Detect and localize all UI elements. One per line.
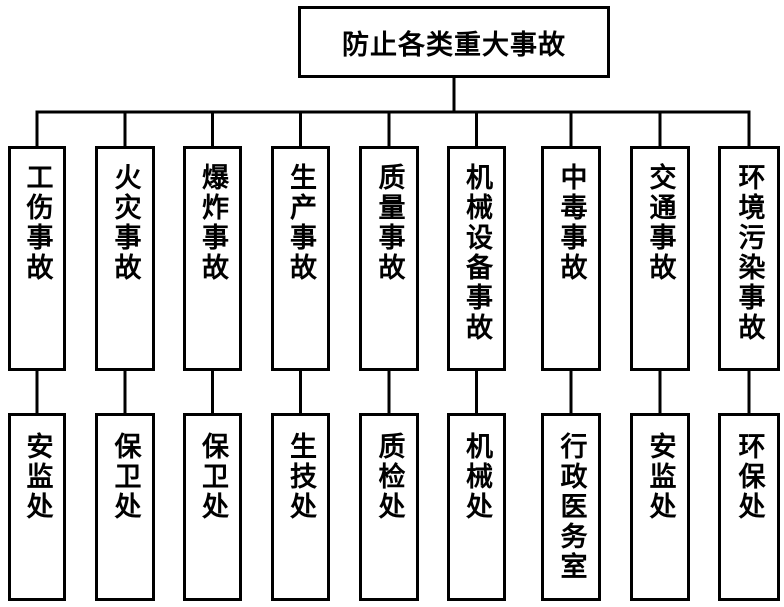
responsible-department-label: 行政医务室 [555,432,587,582]
accident-category-label: 火灾事故 [109,163,141,283]
accident-category-node: 环境污染事故 [718,146,780,371]
root-title: 防止各类重大事故 [342,29,566,61]
responsible-department-label: 环保处 [733,432,765,522]
accident-category-node: 爆炸事故 [183,146,242,371]
accident-category-node: 中毒事故 [541,146,601,371]
accident-category-label: 质量事故 [373,163,405,283]
responsible-department-label: 机械处 [461,432,492,522]
accident-category-label: 生产事故 [285,163,316,283]
responsible-department-label: 保卫处 [197,432,228,522]
accident-category-node: 质量事故 [359,146,419,371]
responsible-department-label: 质检处 [373,432,405,522]
responsible-department-node: 安监处 [8,413,66,601]
accident-category-label: 爆炸事故 [197,163,228,283]
responsible-department-label: 安监处 [644,432,676,522]
accident-category-node: 工伤事故 [8,146,66,371]
accident-category-node: 机械设备事故 [447,146,506,371]
responsible-department-node: 机械处 [447,413,506,601]
responsible-department-label: 生技处 [285,432,316,522]
accident-category-node: 交通事故 [630,146,690,371]
accident-category-node: 生产事故 [271,146,330,371]
responsible-department-node: 生技处 [271,413,330,601]
responsible-department-node: 保卫处 [95,413,155,601]
responsible-department-node: 行政医务室 [541,413,601,601]
responsible-department-label: 保卫处 [109,432,141,522]
responsible-department-node: 保卫处 [183,413,242,601]
accident-category-node: 火灾事故 [95,146,155,371]
accident-category-label: 交通事故 [644,163,676,283]
responsible-department-node: 环保处 [718,413,780,601]
accident-category-label: 工伤事故 [21,163,53,283]
accident-category-label: 环境污染事故 [733,163,765,343]
responsible-department-label: 安监处 [21,432,53,522]
accident-category-label: 中毒事故 [555,163,587,283]
root-node: 防止各类重大事故 [298,6,610,78]
responsible-department-node: 质检处 [359,413,419,601]
responsible-department-node: 安监处 [630,413,690,601]
accident-category-label: 机械设备事故 [461,163,492,343]
